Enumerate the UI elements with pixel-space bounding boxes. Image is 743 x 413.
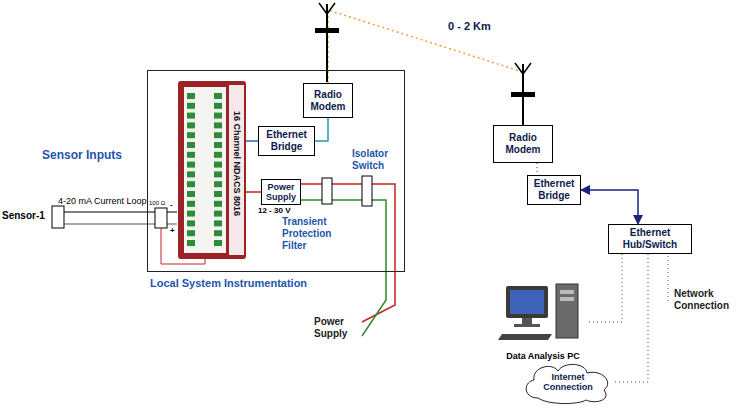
terminal-block xyxy=(187,142,195,148)
device-panel xyxy=(184,87,226,253)
power-wires xyxy=(362,176,372,206)
radio-modem: Radio Modem xyxy=(303,83,353,118)
terminal-block xyxy=(214,162,222,168)
terminal-block xyxy=(187,171,195,177)
terminal-block xyxy=(187,103,195,109)
antenna-right xyxy=(523,63,531,74)
device-frame xyxy=(178,81,246,259)
power-wires xyxy=(300,176,395,336)
connector xyxy=(315,118,328,141)
box-label: Radio Modem xyxy=(307,89,349,113)
terminal-block xyxy=(214,142,222,148)
terminal-block xyxy=(214,152,222,158)
antenna-right xyxy=(511,92,535,97)
connector xyxy=(612,254,648,382)
drive-bay xyxy=(560,297,574,301)
terminal-block xyxy=(214,191,222,197)
monitor-base xyxy=(514,324,540,327)
sensor-label: Sensor-1 xyxy=(2,210,45,222)
section-label: Sensor Inputs xyxy=(42,148,122,162)
resistor-value: 100 Ω xyxy=(149,200,165,207)
internet-cloud: Internet Connection xyxy=(520,360,616,404)
terminal-block xyxy=(214,132,222,138)
polarity-mark: + xyxy=(170,226,175,236)
connector xyxy=(588,254,622,322)
terminal-block xyxy=(187,162,195,168)
pc-illustration xyxy=(498,282,588,346)
antenna-left xyxy=(327,3,335,14)
component-label: Isolator Switch xyxy=(352,148,404,172)
terminal-block xyxy=(187,152,195,158)
sensor-loop xyxy=(155,208,167,228)
box-label: Ethernet Hub/Switch xyxy=(612,227,688,251)
network-label: Network Connection xyxy=(674,288,736,312)
polarity-mark: - xyxy=(170,200,173,210)
terminal-block xyxy=(187,191,195,197)
terminal-block xyxy=(187,113,195,119)
terminal-block xyxy=(214,201,222,207)
terminal-block xyxy=(214,103,222,109)
terminal-block xyxy=(214,93,222,99)
antenna-left xyxy=(319,3,327,14)
screen xyxy=(510,290,544,314)
terminal-block xyxy=(187,240,195,246)
terminal-block xyxy=(187,211,195,217)
voltage-label: 12 - 30 V xyxy=(258,206,290,216)
terminal-block xyxy=(214,171,222,177)
supply-label: Power Supply xyxy=(314,316,360,340)
connector xyxy=(246,140,258,142)
sensor-loop xyxy=(52,206,64,228)
connector xyxy=(536,163,538,175)
power-wires xyxy=(300,184,395,322)
ethernet-bridge: Ethernet Bridge xyxy=(258,126,315,156)
terminal-block xyxy=(214,220,222,226)
terminal-block xyxy=(187,230,195,236)
terminal-block xyxy=(187,93,195,99)
device-name: 16 Channel NDACS 8016 xyxy=(230,111,244,216)
antenna-right xyxy=(515,63,523,74)
terminal-block xyxy=(214,113,222,119)
terminal-block xyxy=(187,201,195,207)
box-label: Power Supply xyxy=(265,182,297,202)
cloud-shape xyxy=(526,364,607,403)
network-switch: Ethernet Hub/Switch xyxy=(608,224,692,254)
device-strip xyxy=(229,85,244,255)
terminal-block xyxy=(214,211,222,217)
antenna-right xyxy=(511,63,535,125)
computer-icon: Data Analysis PC xyxy=(498,282,588,362)
power-supply: Power Supply xyxy=(261,179,301,205)
network-leader xyxy=(667,256,669,302)
terminal-block xyxy=(214,240,222,246)
connector xyxy=(581,190,638,224)
box-label: Radio Modem xyxy=(497,132,549,156)
power-wires xyxy=(322,178,332,204)
terminal-block xyxy=(187,122,195,128)
antenna-left xyxy=(315,28,339,33)
ethernet-bridge: Ethernet Bridge xyxy=(527,175,581,205)
connector xyxy=(328,10,523,125)
monitor-stand xyxy=(522,318,532,324)
keyboard xyxy=(498,334,552,340)
terminal-block xyxy=(214,122,222,128)
terminal-block xyxy=(214,230,222,236)
terminal-block xyxy=(187,220,195,226)
terminal-block xyxy=(214,181,222,187)
box-label: Ethernet Bridge xyxy=(262,129,311,153)
signal-label: 4-20 mA Current Loop xyxy=(58,196,147,207)
monitor xyxy=(506,286,548,318)
pc-tower xyxy=(556,284,578,338)
terminal-block xyxy=(187,132,195,138)
terminal-block xyxy=(187,181,195,187)
distance-label: 0 - 2 Km xyxy=(446,20,493,32)
radio-modem: Radio Modem xyxy=(493,125,553,163)
drive-bay xyxy=(560,290,574,294)
connector xyxy=(246,191,261,193)
daq-module: 16 Channel NDACS 8016 xyxy=(178,81,246,259)
cloud-label: Internet Connection xyxy=(538,372,598,392)
component-label: Transient Protection Filter xyxy=(282,216,356,252)
box-label: Ethernet Bridge xyxy=(531,178,577,202)
enclosure-heading: Local System Instrumentation xyxy=(150,277,307,289)
pc-label: Data Analysis PC xyxy=(498,350,588,362)
